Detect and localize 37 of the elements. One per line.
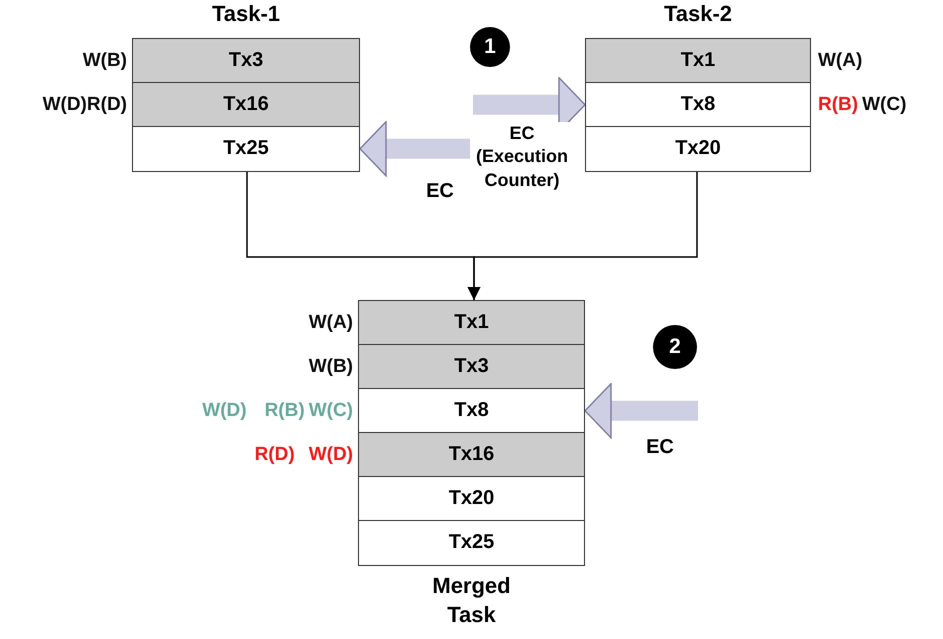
transaction-row: [132, 126, 360, 172]
transaction-label: Tx8: [680, 93, 716, 116]
operation-label: W(D): [308, 444, 353, 466]
task-title: Task-1: [212, 0, 280, 28]
block-arrow: [359, 121, 472, 176]
transaction-label: Tx20: [675, 137, 721, 160]
block-arrow: [584, 383, 698, 438]
step-number: 2: [653, 325, 697, 369]
transaction-label: Tx3: [228, 49, 264, 72]
transaction-row: [358, 520, 585, 566]
operation-label: W(A): [818, 50, 862, 72]
operation-label: R(D): [86, 94, 127, 116]
operation-label: R(B): [264, 400, 305, 422]
operation-label: R(D): [254, 444, 295, 466]
transaction-label: Tx25: [448, 531, 494, 554]
transaction-row: [585, 126, 811, 172]
operation-label: R(B): [818, 94, 858, 116]
task-title: Task-2: [664, 0, 732, 28]
operation-label: W(B): [82, 50, 127, 72]
transaction-label: Tx8: [454, 399, 489, 422]
transaction-label: Tx25: [223, 137, 269, 160]
transaction-label: Tx20: [448, 487, 494, 510]
operation-label: W(C): [862, 94, 906, 116]
merge-arrow: [468, 170, 698, 300]
operation-label: W(C): [308, 400, 353, 422]
transaction-label: Tx16: [448, 443, 494, 466]
task-title: Merged Task: [431, 572, 512, 629]
operation-label: W(A): [308, 312, 353, 334]
operation-label: W(D): [42, 94, 87, 116]
transaction-label: Tx1: [454, 311, 489, 334]
transaction-label: Tx16: [223, 93, 269, 116]
operation-label: W(B): [308, 356, 353, 378]
transaction-row: [358, 476, 585, 522]
step-number: 1: [470, 27, 510, 67]
operation-label: W(D): [202, 400, 247, 422]
transaction-label: Tx3: [454, 355, 489, 378]
transaction-label: Tx1: [680, 49, 716, 72]
